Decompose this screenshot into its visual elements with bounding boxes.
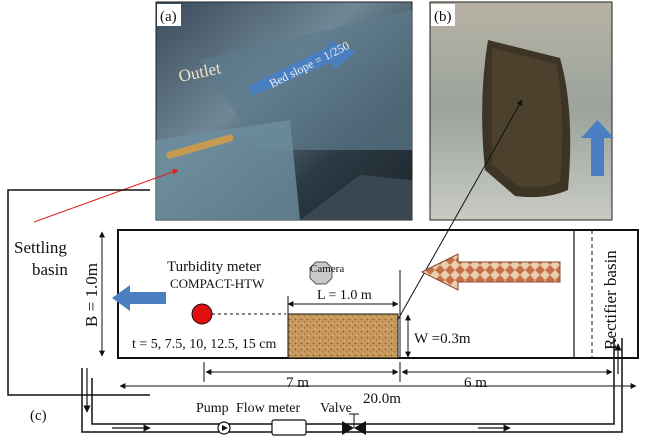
settling-basin-label-line2: basin (32, 260, 68, 279)
photo-b-label: (b) (434, 9, 452, 25)
pointer-to-photo-b (391, 99, 523, 331)
settling-basin: Settling basin (7, 189, 150, 396)
rectifier-basin-label: Rectifier basin (601, 250, 620, 350)
turbidity-meter-label: Turbidity meter (167, 259, 261, 275)
photo-a: (a) Outlet Bed slope = 1/250 (155, 1, 413, 221)
width-label: B = 1.0m (82, 263, 101, 327)
camera-icon (309, 261, 333, 285)
camera-label: Camera (310, 263, 344, 275)
valve-icon (342, 413, 366, 435)
sediment-sample-block (287, 313, 399, 359)
outflow-arrow (112, 285, 166, 311)
flow-meter-label: Flow meter (236, 401, 300, 416)
distance-6m-label: 6 m (464, 375, 487, 391)
bed-slope-arrow (248, 40, 356, 96)
thickness-values-label: t = 5, 7.5, 10, 12.5, 15 cm (132, 337, 276, 352)
distance-total-label: 20.0m (363, 391, 401, 407)
flow-meter-icon (271, 419, 307, 436)
recirculation-pipe (81, 338, 623, 433)
settling-basin-label-line1: Settling (14, 238, 67, 257)
pump-label: Pump (196, 401, 229, 416)
length-label: L = 1.0 m (317, 288, 372, 303)
flow-direction-arrow (581, 120, 614, 176)
distance-7m-label: 7 m (286, 375, 309, 391)
photo-a-label: (a) (160, 9, 177, 25)
inflow-arrow (420, 253, 561, 291)
photo-b: (b) (429, 1, 614, 221)
panel-c-label: (c) (30, 408, 47, 424)
valve-label: Valve (320, 401, 352, 416)
sample-width-label: W =0.3m (414, 331, 471, 347)
turbidity-meter-model: COMPACT-HTW (170, 276, 265, 291)
pointer-to-photo-a (33, 169, 179, 223)
turbidity-meter-marker (191, 303, 213, 325)
